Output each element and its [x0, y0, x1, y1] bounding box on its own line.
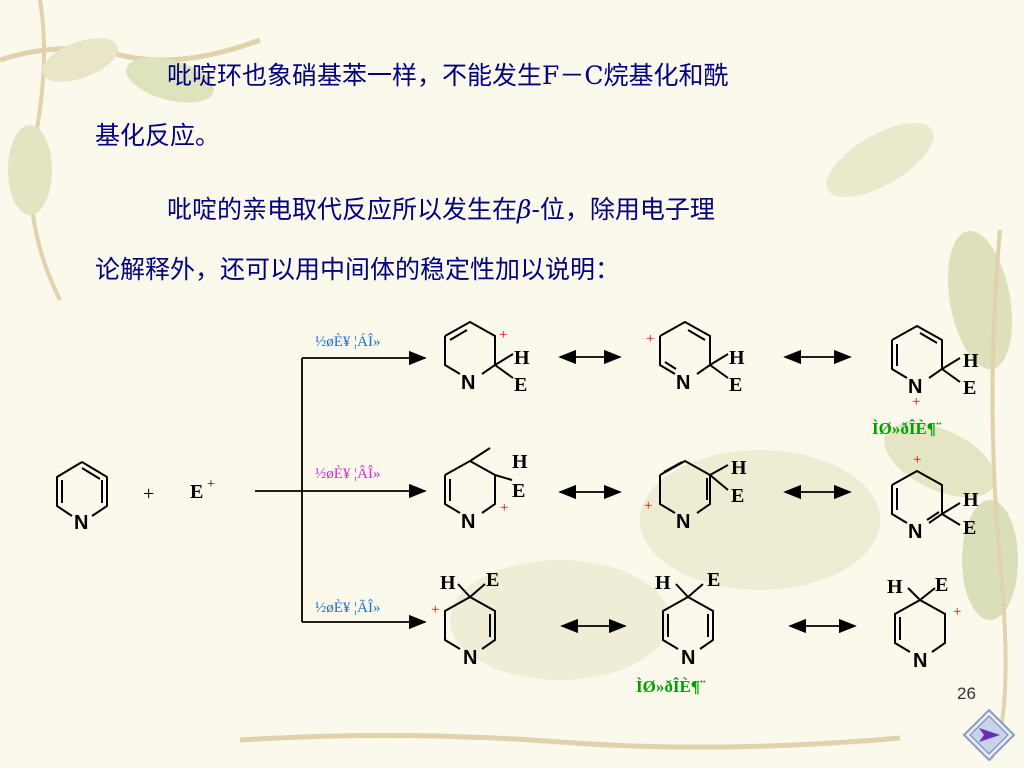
atom-h: H: [963, 489, 979, 511]
beta-resonance-2: N H E +: [644, 457, 747, 533]
atom-h: H: [731, 457, 747, 479]
ring-nitrogen: N: [908, 376, 922, 398]
ring-nitrogen: N: [908, 521, 922, 543]
atom-h: H: [512, 451, 528, 473]
beta-symbol: β: [517, 195, 532, 224]
page-number: 26: [957, 684, 976, 703]
gamma-resonance-2-unstable: N H E: [655, 569, 720, 669]
paragraph-2-text-a: 吡啶的亲电取代反应所以发生在: [167, 195, 518, 224]
atom-e: E: [707, 569, 720, 591]
gamma-resonance-3: N H E +: [887, 574, 961, 672]
alpha-resonance-1: N H E +: [444, 320, 530, 396]
beta-resonance-3-unstable: N H E +: [891, 452, 979, 543]
branch-label-beta: ½øÈ¥ ¦ÂÎ»: [315, 465, 381, 482]
intro-paragraph: 吡啶环也象硝基苯一样，不能发生F－C烷基化和酰 基化反应。: [95, 46, 955, 166]
atom-e: E: [963, 517, 976, 539]
ring-nitrogen: N: [676, 511, 690, 533]
electrophile: E: [190, 481, 203, 503]
branch-label-alpha: ½øÈ¥ ¦ÁÎ»: [315, 333, 381, 350]
branch-arrows: [255, 350, 427, 630]
ring-nitrogen: N: [681, 647, 695, 669]
positive-charge: +: [953, 604, 961, 620]
ring-nitrogen: N: [461, 372, 475, 394]
positive-charge: +: [912, 394, 920, 410]
next-slide-button[interactable]: [962, 708, 1016, 762]
paragraph-1-line-2: 基化反应。: [95, 121, 221, 150]
positive-charge: +: [644, 498, 652, 514]
atom-e: E: [935, 574, 948, 596]
paragraph-2-line-1: 吡啶的亲电取代反应所以发生在β-位，除用电子理: [95, 180, 955, 240]
unstable-label-2: ÌØ»ðÎÈ¶¨: [636, 677, 706, 696]
atom-h: H: [655, 572, 671, 594]
paragraph-1-line-1: 吡啶环也象硝基苯一样，不能发生F－C烷基化和酰: [167, 61, 729, 90]
atom-e: E: [729, 374, 742, 396]
unstable-label-1: ÌØ»ðÎÈ¶¨: [872, 419, 942, 438]
alpha-resonance-3-unstable: N H E +: [891, 324, 979, 410]
plus-sign: +: [143, 483, 154, 505]
beta-resonance-1: N H E +: [444, 447, 528, 533]
electrophile-charge: +: [207, 477, 215, 492]
positive-charge: +: [500, 500, 508, 516]
atom-h: H: [514, 347, 530, 369]
ring-nitrogen: N: [463, 647, 477, 669]
positive-charge: +: [431, 602, 439, 618]
explanation-paragraph: 吡啶的亲电取代反应所以发生在β-位，除用电子理 论解释外，还可以用中间体的稳定性…: [95, 180, 955, 300]
atom-e: E: [512, 480, 525, 502]
reactant-nitrogen: N: [74, 512, 88, 534]
pyridine-reactant: N: [56, 461, 108, 534]
atom-h: H: [440, 572, 456, 594]
atom-h: H: [729, 347, 745, 369]
paragraph-2-text-b: -位，除用电子理: [531, 195, 715, 224]
positive-charge: +: [499, 327, 507, 343]
ring-nitrogen: N: [913, 650, 927, 672]
paragraph-2-line-2: 论解释外，还可以用中间体的稳定性加以说明：: [95, 255, 621, 284]
atom-e: E: [486, 569, 499, 591]
atom-e: E: [514, 374, 527, 396]
atom-h: H: [963, 350, 979, 372]
atom-e: E: [731, 485, 744, 507]
alpha-resonance-2: N H E +: [646, 320, 745, 396]
positive-charge: +: [646, 331, 654, 347]
atom-h: H: [887, 576, 903, 598]
ring-nitrogen: N: [461, 511, 475, 533]
positive-charge: +: [913, 452, 921, 468]
atom-e: E: [963, 377, 976, 399]
ring-nitrogen: N: [676, 372, 690, 394]
arrow-right-icon: [979, 728, 1000, 742]
branch-label-gamma: ½øÈ¥ ¦ÃÎ»: [315, 599, 381, 616]
gamma-resonance-1: N H E +: [431, 569, 499, 669]
